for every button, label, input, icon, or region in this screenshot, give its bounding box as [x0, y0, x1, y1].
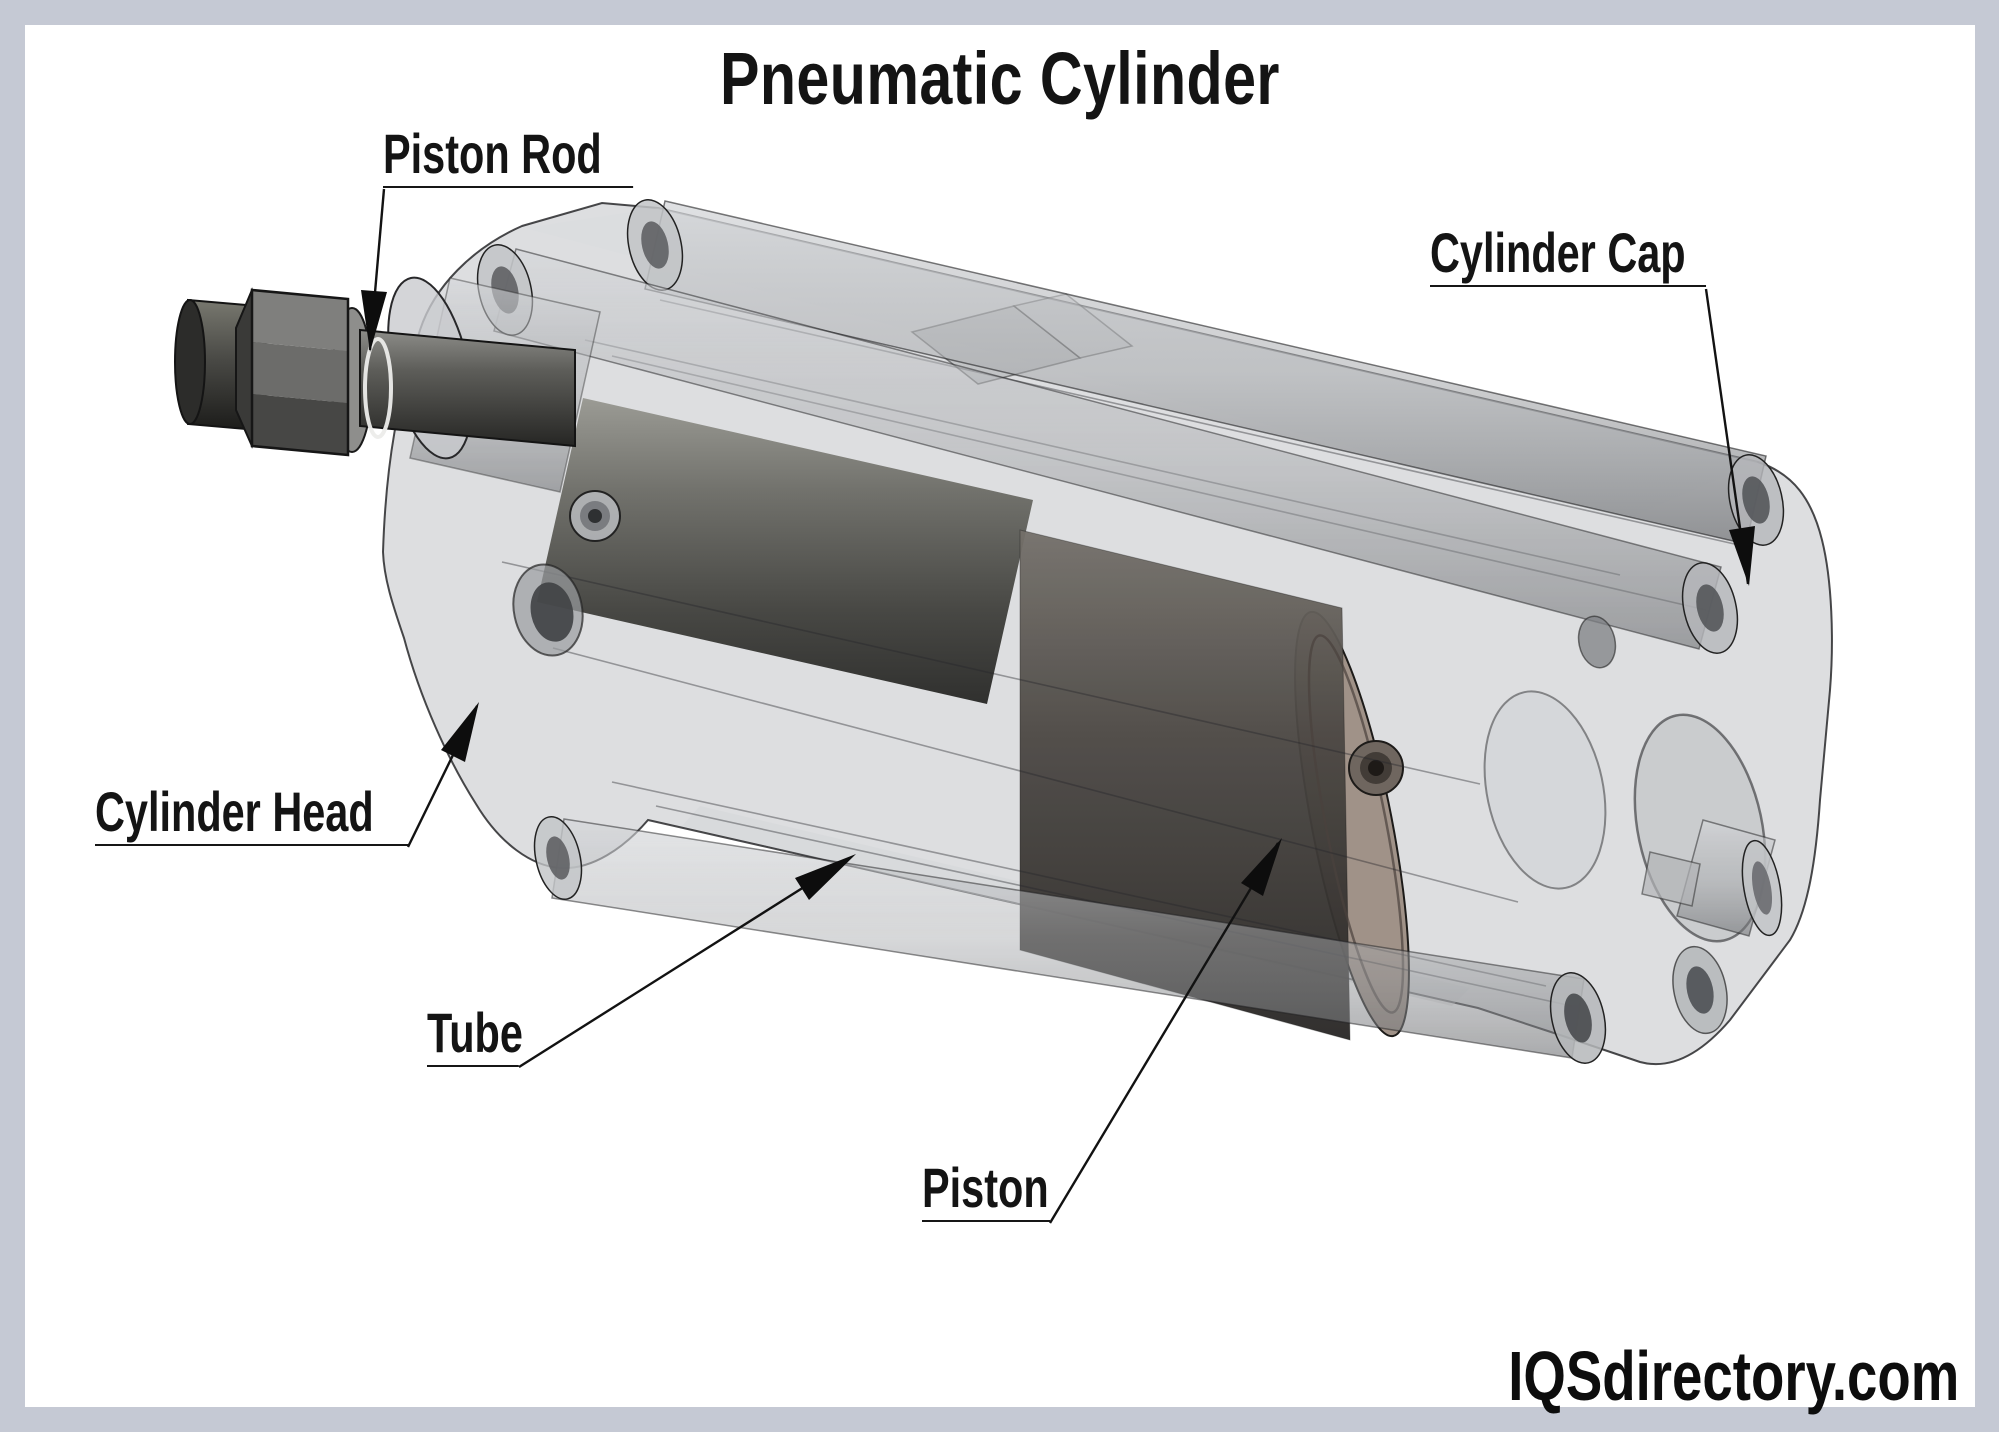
- head-port-bore: [588, 509, 602, 523]
- diagram-canvas: [25, 25, 1975, 1407]
- label-cylinder-head: Cylinder Head: [95, 784, 409, 846]
- rod-shaft: [359, 328, 576, 448]
- arrowhead-piston: [1241, 838, 1282, 896]
- arrowhead-cylinder-cap: [1729, 526, 1755, 586]
- piston-rod-graphic: [174, 287, 576, 457]
- cap-peg: [1641, 851, 1701, 907]
- rod-nut-facet-mid: [252, 342, 348, 403]
- label-tube: Tube: [427, 1005, 523, 1067]
- cap-port-hole: [1577, 615, 1617, 669]
- cap-corner-lug-hole: [1686, 966, 1714, 1014]
- rod-tip-end-face: [174, 299, 206, 425]
- leader-piston: [1048, 842, 1280, 1224]
- label-cylinder-cap: Cylinder Cap: [1430, 225, 1707, 287]
- leader-tube: [518, 856, 851, 1069]
- rod-nut-outline: [250, 288, 350, 457]
- head-mount-hole-bore: [530, 582, 574, 642]
- arrowhead-tube: [795, 854, 856, 900]
- piston-graphic: [537, 398, 1410, 1041]
- arrowhead-cylinder-head: [441, 702, 479, 762]
- cap-lug-hole: [1751, 861, 1773, 915]
- arrowhead-piston-rod: [361, 290, 387, 352]
- leader-lines: [361, 188, 1755, 1224]
- cylinder-cap-graphic: [1483, 615, 1783, 1035]
- tie-rod-hole: [1696, 584, 1724, 632]
- tie-rod-hole: [641, 221, 669, 269]
- label-piston: Piston: [922, 1160, 1051, 1222]
- rod-bright-ring: [363, 337, 393, 439]
- label-piston-rod: Piston Rod: [383, 126, 634, 188]
- tie-rod-hole: [546, 836, 570, 880]
- rod-nut-facet-top: [252, 290, 348, 351]
- inner-piston-rod: [537, 398, 1033, 704]
- tie-rod-hole: [1742, 476, 1770, 524]
- piston-screw-socket: [1368, 760, 1384, 776]
- watermark: IQSdirectory.com: [1507, 1337, 1959, 1415]
- tie-rod-hole: [1564, 993, 1592, 1043]
- rod-nut-facet-bottom: [252, 394, 348, 455]
- cap-inner-bore: [1483, 690, 1607, 890]
